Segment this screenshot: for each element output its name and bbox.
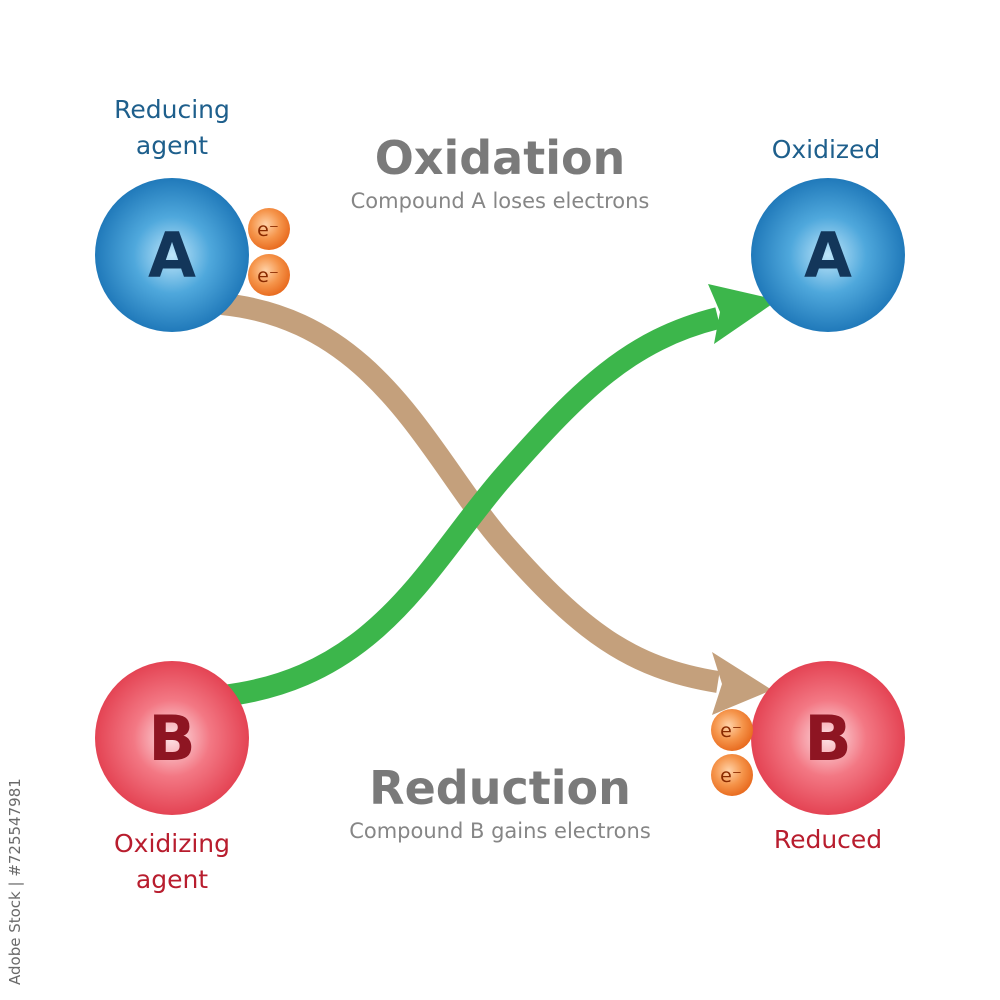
reduced-label: Reduced	[773, 825, 883, 854]
electron-label: e⁻	[720, 765, 742, 787]
oxidation-arrow-head-icon	[712, 652, 772, 715]
oxidizing-agent-line2: agent	[135, 865, 209, 894]
electron-a-lower: e⁻	[248, 254, 290, 296]
electron-label: e⁻	[257, 265, 279, 287]
sphere-a-right-letter: A	[804, 219, 852, 292]
oxidizing-agent-line1: Oxidizing	[113, 829, 230, 858]
stock-id-text: Adobe Stock | #725547981	[6, 778, 24, 985]
electron-a-upper: e⁻	[248, 208, 290, 250]
reduction-subtitle: Compound B gains electrons	[349, 819, 651, 843]
oxidizing-agent-label: Oxidizing agent	[72, 826, 272, 898]
oxidation-title: Oxidation	[374, 131, 626, 185]
reduction-title: Reduction	[369, 761, 631, 815]
reduction-arrow-head-icon	[708, 284, 778, 344]
electron-b-upper: e⁻	[711, 709, 753, 751]
electron-label: e⁻	[257, 219, 279, 241]
electron-label: e⁻	[720, 720, 742, 742]
sphere-b-oxidizing-agent: B	[95, 661, 249, 815]
sphere-a-oxidized: A	[751, 178, 905, 332]
reducing-agent-line1: Reducing	[114, 95, 230, 124]
reducing-agent-label: Reducing agent	[82, 92, 262, 164]
oxidized-label: Oxidized	[771, 135, 881, 164]
sphere-a-left-letter: A	[148, 219, 196, 292]
reduction-arrow-body	[220, 307, 721, 707]
oxidation-subtitle: Compound A loses electrons	[350, 189, 650, 213]
sphere-b-reduced: B	[751, 661, 905, 815]
sphere-a-reducing-agent: A	[95, 178, 249, 332]
electron-b-lower: e⁻	[711, 754, 753, 796]
sphere-b-right-letter: B	[804, 702, 851, 775]
reducing-agent-line2: agent	[135, 131, 209, 160]
sphere-b-left-letter: B	[148, 702, 195, 775]
oxidation-electron-arrow-body	[220, 293, 720, 693]
